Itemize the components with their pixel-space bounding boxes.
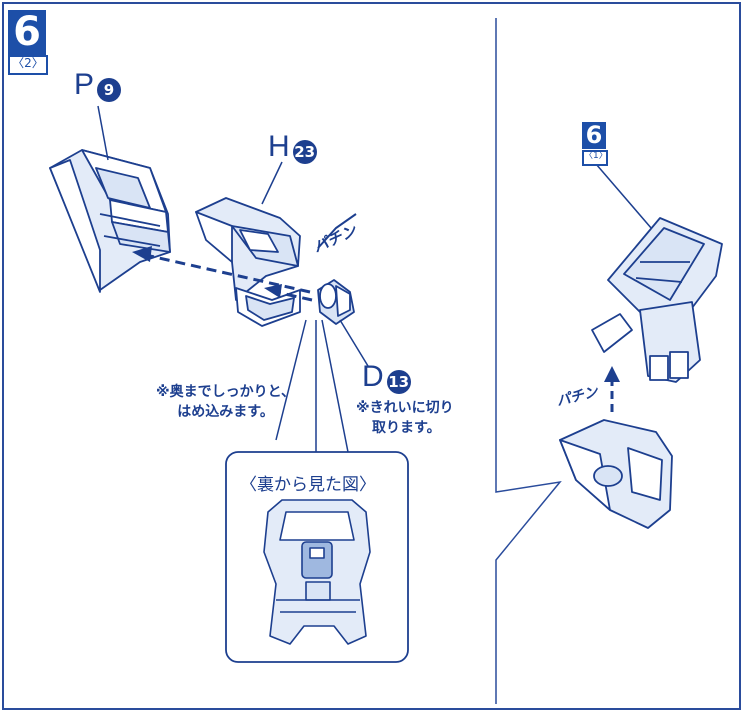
step-sub-badge: 〈2〉	[8, 55, 48, 75]
inset-leaders	[275, 319, 349, 453]
note-insert-line2: はめ込みます。	[177, 404, 274, 420]
part-letter-h: H	[268, 130, 290, 163]
leader-h	[261, 161, 283, 205]
leader-d	[339, 319, 369, 367]
part-d-shape	[317, 279, 355, 325]
note-insert-line1: ※奥までしっかりと、	[156, 384, 296, 400]
arrow-head-up	[604, 366, 620, 382]
part-number-d: 13	[386, 369, 411, 394]
sfx-bracket-left	[317, 213, 357, 249]
note-insert: ※奥までしっかりと、 はめ込みます。	[156, 382, 295, 422]
assembled-unit-shape	[591, 217, 723, 383]
step-ref-number-badge: 6	[582, 122, 606, 149]
note-cut: ※きれいに切り 取ります。	[356, 398, 454, 438]
part-letter-d: D	[362, 360, 384, 393]
step-number-badge: 6	[8, 10, 46, 56]
part-number-p: 9	[97, 77, 122, 102]
leader-p	[97, 105, 109, 161]
note-cut-line1: ※きれいに切り	[356, 400, 454, 416]
arrow-head-left	[132, 246, 152, 262]
part-h-shape	[195, 197, 301, 327]
step-ref-sub-badge: 〈1〉	[582, 150, 608, 166]
leader-ref	[595, 163, 659, 237]
inset-title: 〈裏から見た図〉	[240, 475, 376, 495]
panel-divider	[495, 18, 562, 704]
arrow-head-mid	[264, 284, 282, 298]
part-p-shape	[49, 149, 171, 293]
chest-piece-shape	[559, 419, 673, 529]
note-cut-line2: 取ります。	[372, 420, 441, 436]
inset-rear-view-shape	[263, 499, 371, 645]
insertion-arrows	[149, 254, 313, 302]
part-letter-p: P	[74, 68, 95, 101]
part-number-h: 23	[292, 139, 317, 164]
